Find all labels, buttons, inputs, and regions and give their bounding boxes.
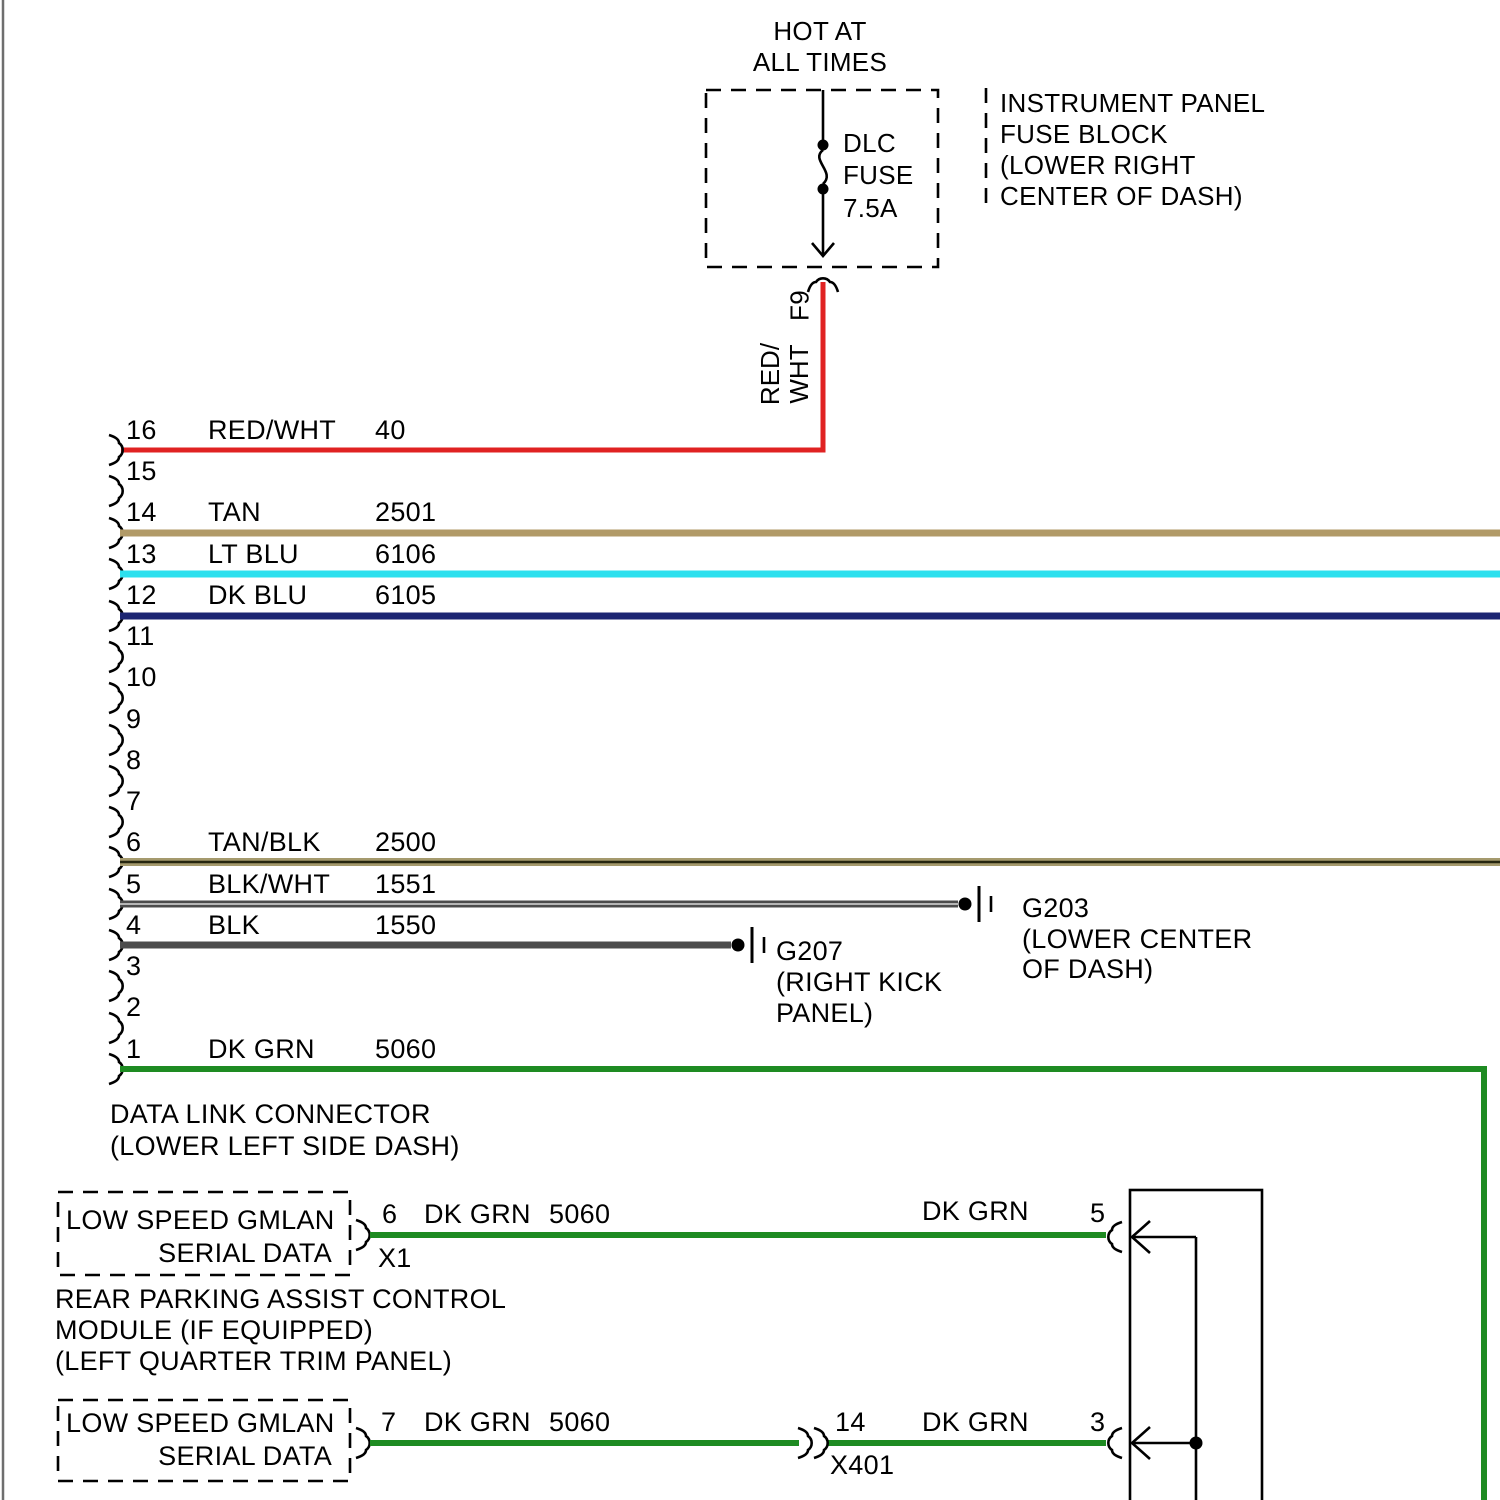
fuse-block-box [704,88,988,269]
wire2-color-right: DK GRN [922,1407,1029,1437]
dlc-pin-4-circuit: 1550 [375,910,437,940]
ground-g207-id: G207 [776,936,844,966]
wire1-circuit: 5060 [549,1199,611,1229]
dlc-pin-13-color: LT BLU [208,539,299,569]
wire1-color: DK GRN [424,1199,531,1229]
module-name-line1: REAR PARKING ASSIST CONTROL [55,1284,507,1314]
gmlan2-label-line2: SERIAL DATA [158,1441,332,1471]
dlc-pin-16-num: 16 [126,415,157,445]
dlc-pin-9-num: 9 [126,704,142,734]
wire2-inline-pin: 14 [835,1407,866,1437]
gmlan1-label-line1: LOW SPEED GMLAN [66,1205,335,1235]
wire1-conn-left: X1 [378,1243,412,1273]
dlc-pin-14-circuit: 2501 [375,497,437,527]
fuse-block-name-line3: (LOWER RIGHT [1000,150,1196,180]
gmlan2-label-line1: LOW SPEED GMLAN [66,1408,335,1438]
vertical-wire-color-label: RED/ WHT [755,342,814,406]
fuse-label-line2: FUSE [843,160,914,190]
dlc-name-line1: DATA LINK CONNECTOR [110,1099,431,1129]
fuse-label-line1: DLC [843,128,896,158]
dlc-pin-1-num: 1 [126,1034,142,1064]
gmlan-connectors [355,1218,371,1460]
wire2-circuit: 5060 [549,1407,611,1437]
dlc-pin-12-circuit: 6105 [375,580,437,610]
gmlan-box-2 [56,1398,352,1483]
dlc-name-line2: (LOWER LEFT SIDE DASH) [110,1131,460,1161]
dlc-pin-16-color: RED/WHT [208,415,337,445]
dlc-pin-13-circuit: 6106 [375,539,437,569]
wire-red-wht-40 [121,282,826,453]
dlc-pin-15-num: 15 [126,456,157,486]
right-module-box [1107,1188,1264,1500]
dlc-pin-6-circuit: 2500 [375,827,437,857]
hot-at-label-line2: ALL TIMES [752,47,888,77]
dlc-pin-14-num: 14 [126,497,157,527]
dlc-pin-5-num: 5 [126,869,142,899]
gmlan-box-1 [56,1190,352,1277]
wire-dk-grn-5060-main [120,1066,1487,1500]
ground-g203-loc-line1: (LOWER CENTER [1022,924,1253,954]
fuse-label-line3: 7.5A [843,193,898,223]
fuse-block-name-line4: CENTER OF DASH) [1000,181,1243,211]
ground-g203-icon [958,886,993,922]
dlc-pin-1-circuit: 5060 [375,1034,437,1064]
ground-g207-loc-line1: (RIGHT KICK [776,967,943,997]
x401-inline-connector-icon [797,1426,829,1460]
dlc-pin-7-num: 7 [126,786,142,816]
wire2-inline-id: X401 [830,1450,895,1480]
wire2-pin-right: 3 [1090,1407,1106,1437]
dlc-pin-3-num: 3 [126,951,142,981]
hot-at-label-line1: HOT AT [773,16,867,46]
dlc-pin-2-num: 2 [126,992,142,1022]
ground-g203-id: G203 [1022,893,1090,923]
dlc-pin-5-color: BLK/WHT [208,869,331,899]
dlc-pin-16-circuit: 40 [375,415,406,445]
dlc-pin-5-circuit: 1551 [375,869,437,899]
dlc-pin-12-color: DK BLU [208,580,308,610]
dlc-pin-12-num: 12 [126,580,157,610]
module-name-line2: MODULE (IF EQUIPPED) [55,1315,374,1345]
dlc-pin-13-num: 13 [126,539,157,569]
gmlan1-label-line2: SERIAL DATA [158,1238,332,1268]
dlc-pin-8-num: 8 [126,745,142,775]
wire1-color-right: DK GRN [922,1196,1029,1226]
module-name-line3: (LEFT QUARTER TRIM PANEL) [55,1346,453,1376]
dlc-pin-10-num: 10 [126,662,157,692]
ground-g207-icon [731,927,766,963]
wire1-pin-left: 6 [382,1199,398,1229]
wire1-pin-right: 5 [1090,1198,1106,1228]
wire2-pin-left: 7 [381,1407,397,1437]
ground-g207-loc-line2: PANEL) [776,998,874,1028]
dlc-pin-14-color: TAN [208,497,261,527]
dlc-pin-11-num: 11 [126,621,155,651]
wire2-color: DK GRN [424,1407,531,1437]
fuse-block-connector-icon [806,277,840,293]
fuse-block-name-line2: FUSE BLOCK [1000,119,1168,149]
ground-g203-loc-line2: OF DASH) [1022,954,1154,984]
fuse-icon [811,90,835,259]
dlc-pin-6-num: 6 [126,827,142,857]
dlc-pin-6-color: TAN/BLK [208,827,321,857]
fuse-block-name-line1: INSTRUMENT PANEL [1000,88,1266,118]
dlc-pin-4-num: 4 [126,910,142,940]
dlc-pin-4-color: BLK [208,910,260,940]
dlc-pin-1-color: DK GRN [208,1034,315,1064]
